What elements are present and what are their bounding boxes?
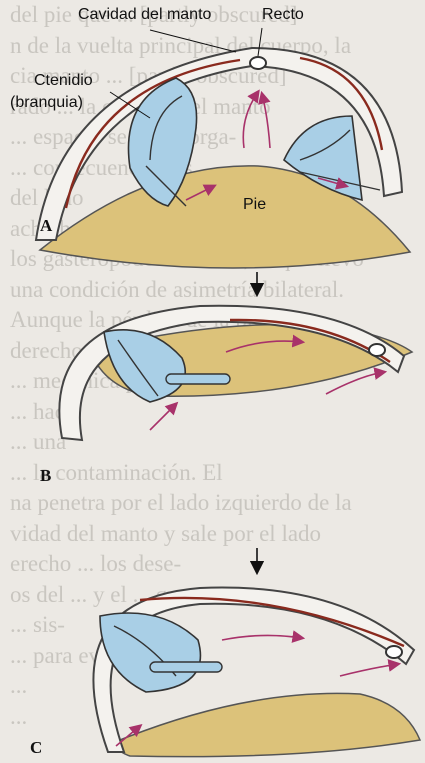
- label-foot: Pie: [243, 196, 266, 214]
- label-ctenidium-branquia: (branquia): [10, 94, 83, 112]
- panel-b-diagram: [59, 306, 412, 572]
- rectum-b: [369, 344, 385, 356]
- panel-label-b: B: [40, 466, 51, 486]
- panel-c-diagram: [93, 588, 420, 757]
- panel-label-a: A: [40, 216, 52, 236]
- label-ctenidium: Ctenidio: [34, 72, 93, 90]
- label-rectum: Recto: [262, 6, 304, 24]
- panel-a-diagram: [36, 28, 410, 294]
- foot-c: [118, 693, 420, 756]
- rectum-a: [250, 57, 266, 69]
- gill-c: [100, 613, 200, 692]
- label-mantle-cavity: Cavidad del manto: [78, 6, 211, 24]
- rectum-c: [386, 646, 402, 658]
- panel-label-c: C: [30, 738, 42, 758]
